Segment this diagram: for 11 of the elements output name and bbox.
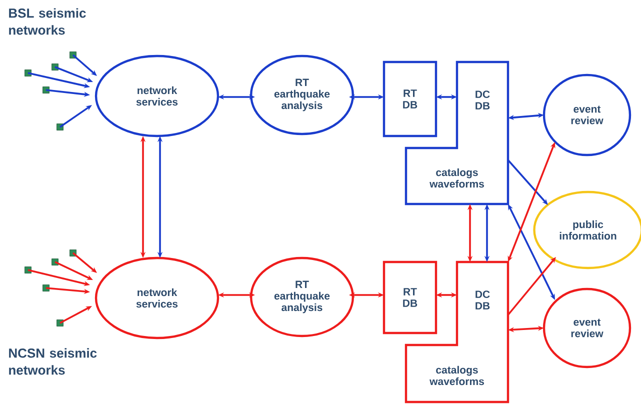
ellipse-node: network services (94, 54, 220, 138)
ellipse-node: network services (94, 256, 220, 340)
ellipse-node: RT earthquake analysis (250, 54, 354, 136)
ellipse-node: event review (542, 74, 632, 156)
ellipse-node: RT earthquake analysis (250, 256, 354, 338)
group-label: BSL seismic networks (9, 8, 86, 35)
group-label: NCSN seismic networks (9, 348, 97, 375)
ellipse-node: event review (542, 288, 632, 368)
database-box: RT DB (382, 260, 438, 334)
database-box: RT DB (382, 60, 438, 138)
arrow (72, 54, 97, 76)
